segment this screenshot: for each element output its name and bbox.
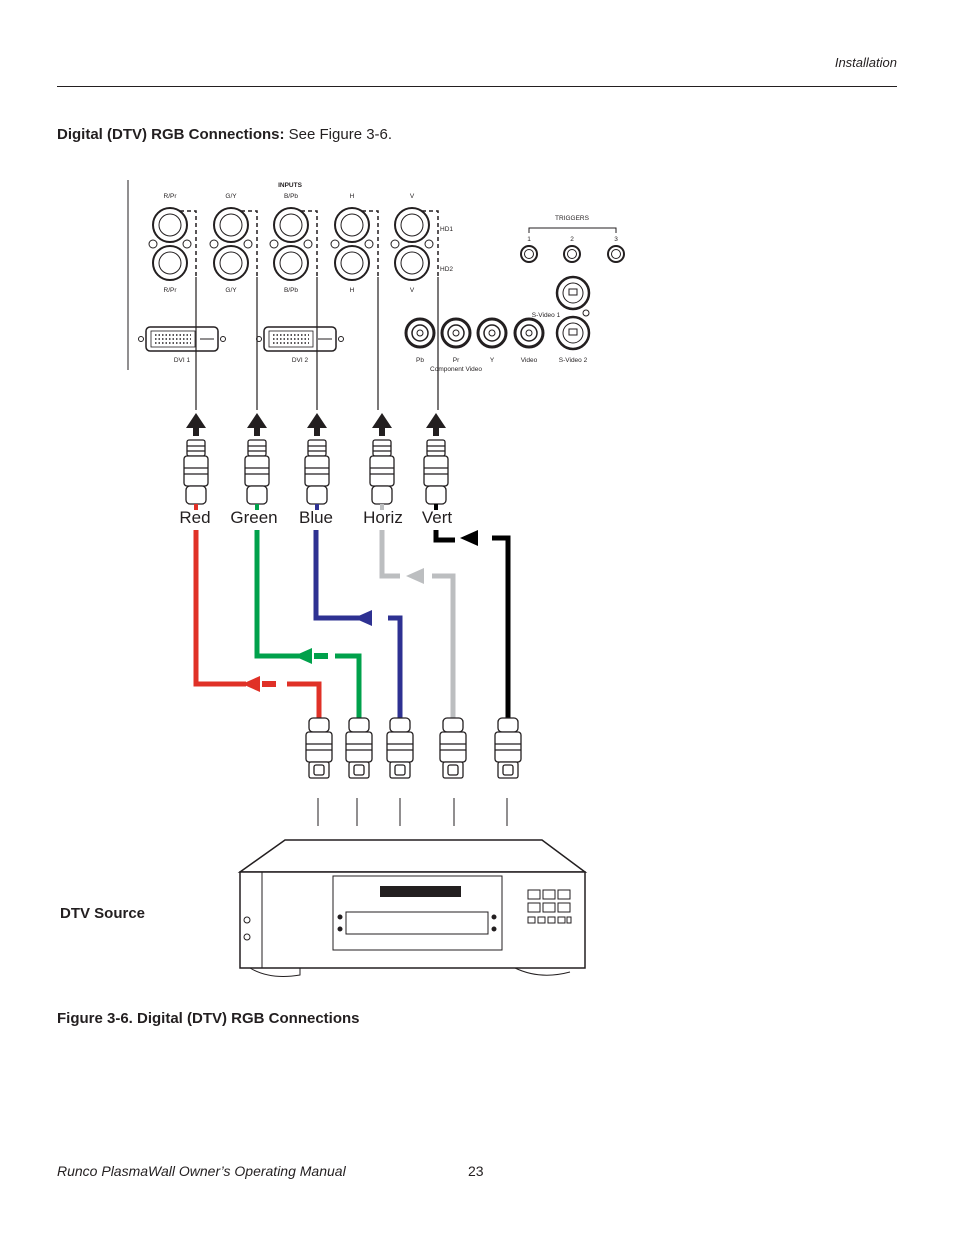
rca-label-video: Video [521, 357, 538, 364]
bnc-bottom-labels: R/Pr G/Y B/Pb H V [164, 287, 415, 294]
lower-plugs [305, 717, 522, 779]
bnc-label-h-bottom: H [350, 287, 355, 294]
bnc-label-rpr-bottom: R/Pr [164, 287, 178, 294]
rca-labels: Pb Pr Y Video S-Video 2 [416, 357, 588, 364]
dvi-port-1 [138, 326, 226, 352]
up-arrow-green [247, 413, 267, 436]
cable-label-blue: Blue [299, 508, 333, 527]
dvi2-label: DVI 2 [292, 357, 309, 364]
triggers-bracket [528, 227, 617, 233]
arrow-red-tail [262, 681, 276, 687]
bnc-jack-rpr [148, 207, 192, 281]
bnc-jack-h [330, 207, 374, 281]
bnc-jack-gy [209, 207, 253, 281]
bnc-top-labels: R/Pr G/Y B/Pb H V [164, 193, 415, 200]
bnc-label-gy-top: G/Y [225, 193, 237, 200]
triggers-title: TRIGGERS [555, 215, 590, 222]
svideo-1-jack [555, 275, 591, 317]
header-rule [57, 86, 897, 87]
section-heading: Digital (DTV) RGB Connections: See Figur… [57, 126, 392, 143]
lower-plug-green [345, 717, 373, 779]
upper-plug-horiz [369, 439, 395, 505]
arrow-blue [354, 610, 372, 626]
section-header: Installation [834, 55, 897, 70]
bnc-label-bpb-bottom: B/Pb [284, 287, 298, 294]
cable-run-vert-source [492, 535, 511, 718]
cable-run-green-source [335, 653, 362, 718]
upper-plug-green [244, 439, 270, 505]
dvi-port-2 [256, 326, 344, 352]
svideo-1-label: S-Video 1 [532, 312, 561, 319]
arrow-vert [460, 530, 478, 546]
rca-label-pb: Pb [416, 357, 424, 364]
cable-run-vert [433, 530, 455, 543]
bnc-label-rpr-top: R/Pr [164, 193, 178, 200]
trigger-jacks [520, 245, 625, 263]
inputs-title: INPUTS [278, 182, 303, 189]
arrow-green-tail [314, 653, 328, 659]
lower-plug-blue [386, 717, 414, 779]
upper-plugs [183, 439, 449, 505]
upper-plug-blue [304, 439, 330, 505]
bnc-label-v-bottom: V [410, 287, 415, 294]
bnc-label-gy-bottom: G/Y [225, 287, 237, 294]
rca-label-svideo-2: S-Video 2 [559, 357, 588, 364]
upper-plug-vert [423, 439, 449, 505]
lower-plug-red [305, 717, 333, 779]
lower-plug-vert [494, 717, 522, 779]
dvi1-label: DVI 1 [174, 357, 191, 364]
hd2-label: HD2 [440, 266, 453, 273]
input-panel: INPUTS R/Pr G/Y B/Pb H V [127, 180, 625, 373]
cable-run-horiz-source [432, 573, 456, 718]
bnc-label-v-top: V [410, 193, 415, 200]
bnc-jacks [148, 207, 439, 281]
footer-page-number: 23 [468, 1163, 484, 1179]
upper-plug-tails [194, 504, 438, 510]
bnc-label-h-top: H [350, 193, 355, 200]
cable-run-green [254, 530, 300, 659]
dtv-source-label: DTV Source [60, 905, 145, 922]
arrow-red [242, 676, 260, 692]
rca-label-y: Y [490, 357, 495, 364]
cable-label-vert: Vert [422, 508, 453, 527]
cable-labels: Red Green Blue Horiz Vert [179, 508, 452, 527]
bnc-label-bpb-top: B/Pb [284, 193, 298, 200]
cable-run-blue-source [388, 615, 403, 718]
upper-plug-red [183, 439, 209, 505]
cable-runs [193, 530, 511, 718]
up-arrow-horiz [372, 413, 392, 436]
panel-wires [195, 277, 439, 410]
cable-label-horiz: Horiz [363, 508, 403, 527]
bnc-jack-v [390, 207, 434, 281]
up-arrow-red [186, 413, 206, 436]
heading-rest: See Figure 3-6. [284, 126, 393, 143]
component-video-label: Component Video [430, 366, 482, 373]
bnc-jack-bpb [269, 207, 313, 281]
trigger-2-label: 2 [570, 236, 574, 243]
up-arrow-vert [426, 413, 446, 436]
lower-plug-horiz [439, 717, 467, 779]
cable-run-blue [313, 530, 360, 621]
rca-label-pr: Pr [453, 357, 460, 364]
source-wires [317, 798, 508, 826]
trigger-3-label: 3 [614, 236, 618, 243]
device-buttons [527, 889, 572, 924]
cable-run-red [193, 530, 246, 687]
cable-label-green: Green [230, 508, 277, 527]
hd1-label: HD1 [440, 226, 453, 233]
arrow-green [294, 648, 312, 664]
rca-jacks [404, 315, 591, 351]
trigger-1-label: 1 [527, 236, 531, 243]
figure-caption: Figure 3-6. Digital (DTV) RGB Connection… [57, 1010, 360, 1027]
arrow-horiz [406, 568, 424, 584]
cable-run-horiz [379, 530, 400, 579]
footer-manual-title: Runco PlasmaWall Owner’s Operating Manua… [57, 1163, 346, 1179]
dtv-source-device [237, 839, 588, 977]
up-arrows [186, 413, 446, 436]
heading-bold: Digital (DTV) RGB Connections: [57, 126, 285, 143]
cable-run-red-source [287, 681, 322, 718]
up-arrow-blue [307, 413, 327, 436]
cable-label-red: Red [179, 508, 210, 527]
